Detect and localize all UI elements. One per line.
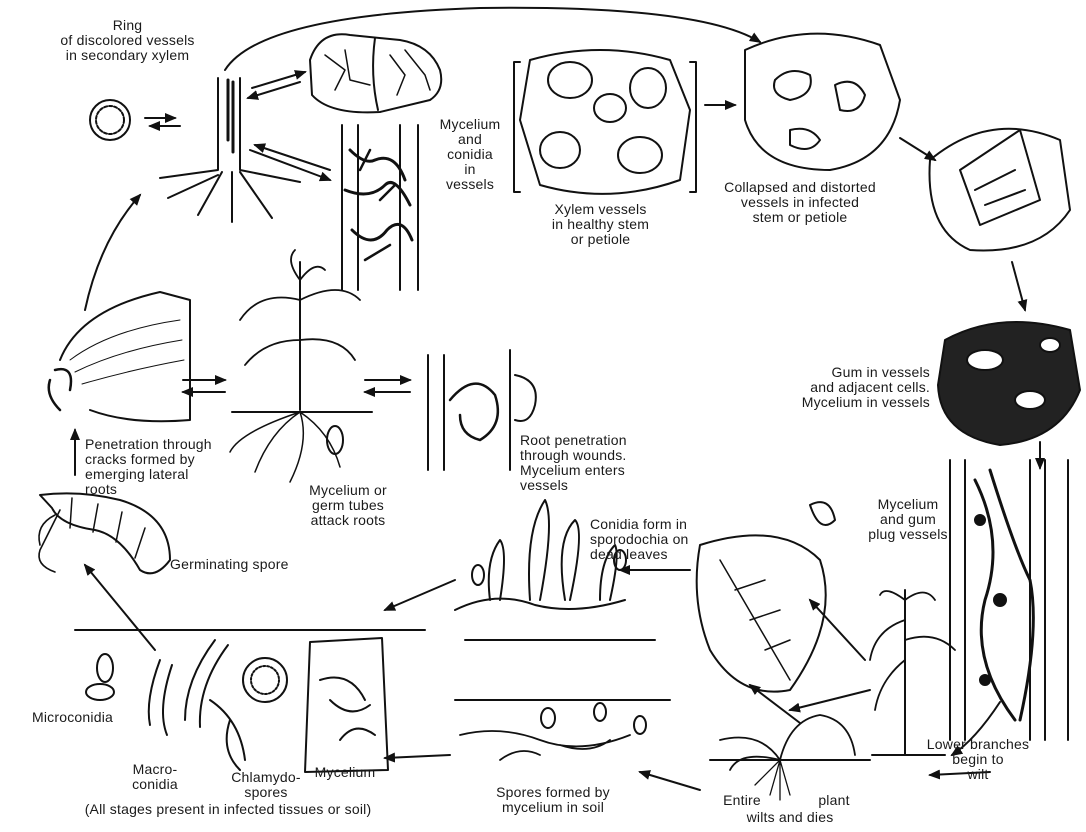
label-mycelium-gum: Mycelium and gum plug vessels xyxy=(858,497,958,542)
dead-leaf-icon xyxy=(697,502,835,692)
label-lower-branches: Lower branches begin to wilt xyxy=(908,737,1048,782)
label-entire: Entire xyxy=(712,793,772,808)
gum-vessels-icon xyxy=(938,322,1080,445)
collapsed-vessels-icon xyxy=(745,34,900,170)
soil-mycelium-icon xyxy=(455,700,670,760)
label-macroconidia: Macro- conidia xyxy=(120,762,190,792)
label-ring-discolored-vessels: Ring of discolored vessels in secondary … xyxy=(40,18,215,63)
label-plant: plant xyxy=(804,793,864,808)
label-germ-tubes: Mycelium or germ tubes attack roots xyxy=(288,483,408,528)
label-gum-vessels: Gum in vessels and adjacent cells. Mycel… xyxy=(735,365,930,410)
label-germinating-spore: Germinating spore xyxy=(170,557,330,572)
label-mycelium-conidia-vessels: Mycelium and conidia in vessels xyxy=(430,117,510,192)
vessels-mycelium-icon xyxy=(342,125,418,290)
label-chlamydospores: Chlamydo- spores xyxy=(226,770,306,800)
healthy-xylem-icon xyxy=(514,50,696,194)
label-spores-formed: Spores formed by mycelium in soil xyxy=(468,785,638,815)
label-conidia-form: Conidia form in sporodochia on dead leav… xyxy=(590,517,710,562)
label-mycelium: Mycelium xyxy=(300,765,390,780)
label-collapsed-vessels: Collapsed and distorted vessels in infec… xyxy=(700,180,900,225)
label-xylem-healthy: Xylem vessels in healthy stem or petiole xyxy=(528,202,673,247)
stem-roots-icon xyxy=(160,78,300,222)
distorted-vessels-icon xyxy=(930,129,1071,251)
label-microconidia: Microconidia xyxy=(32,710,142,725)
soil-stages-icon xyxy=(75,630,425,772)
germinating-spore-icon xyxy=(39,493,170,573)
label-penetration-cracks: Penetration through cracks formed by eme… xyxy=(85,437,255,497)
label-wilts-dies: wilts and dies xyxy=(725,810,855,825)
stem-ring-icon xyxy=(90,100,130,140)
plugged-vessels-icon xyxy=(950,460,1068,740)
infected-cells-icon xyxy=(310,34,441,112)
dead-plant-icon xyxy=(710,715,870,800)
label-all-stages: (All stages present in infected tissues … xyxy=(28,802,428,817)
label-root-penetration: Root penetration through wounds. Myceliu… xyxy=(520,433,680,493)
root-tip-icon xyxy=(49,292,190,421)
wilting-plant-icon xyxy=(870,590,955,755)
